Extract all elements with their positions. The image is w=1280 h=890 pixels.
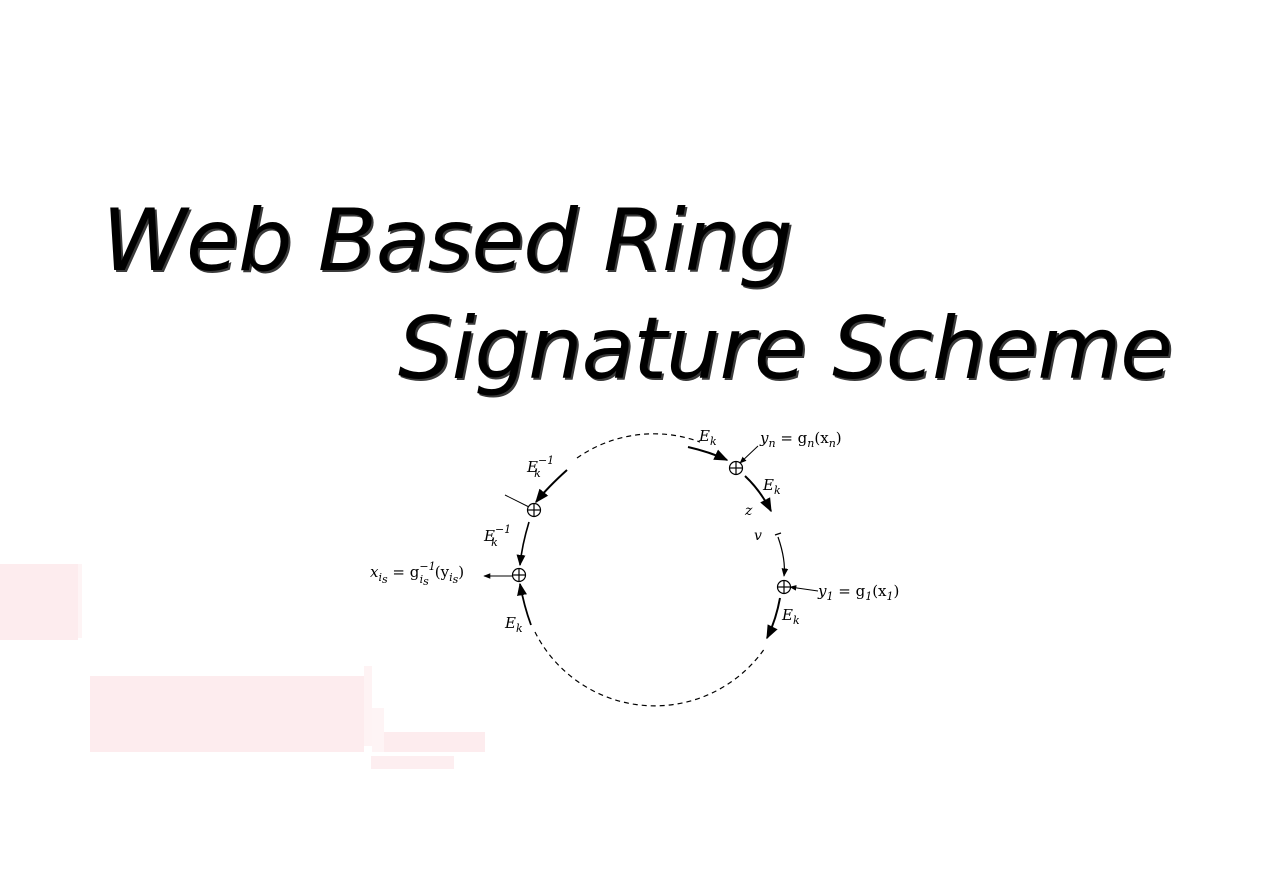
arrow-v-down	[777, 536, 789, 577]
arrow-ekinv-lower	[516, 521, 530, 567]
label-yn-equation: yn = gn(xn)	[759, 429, 842, 450]
pink-block-bottom-tab	[384, 732, 485, 752]
arrow-ek-left-lower	[517, 582, 532, 626]
ring-arc-top	[576, 433, 701, 459]
label-y1-equation: y1 = g1(x1)	[817, 582, 899, 603]
pink-block-left-edge	[78, 564, 82, 638]
pink-block-bottom-strip	[372, 708, 384, 752]
xor-node-upper-left	[526, 502, 542, 518]
arrow-ek-right-lower	[766, 597, 781, 640]
arrow-yn-input	[739, 445, 759, 464]
pink-block-left	[0, 564, 78, 640]
xor-node-left	[511, 567, 527, 583]
label-ek-right-upper: Ek	[762, 476, 781, 497]
title-line-1: Web Based Ring	[102, 191, 793, 291]
title-line-2: Signature Scheme	[398, 299, 1173, 399]
arrow-ek-top	[687, 446, 729, 461]
arrow-y1-input	[789, 585, 819, 592]
arrow-ekinv-upper	[535, 469, 568, 504]
pink-block-bottom-large	[90, 676, 364, 752]
xor-node-right	[776, 579, 792, 595]
pink-block-bottom-small	[371, 756, 454, 769]
ring-arc-bottom	[534, 631, 766, 707]
label-ek-right-lower: Ek	[781, 606, 800, 627]
label-ek-left-lower: Ek	[504, 614, 523, 635]
label-v: v	[754, 528, 762, 544]
label-ek-top: Ek	[698, 427, 717, 448]
xor-node-top-right	[728, 460, 744, 476]
label-z: z	[744, 503, 753, 519]
tick-v	[774, 532, 782, 536]
arrow-upper-left-input	[504, 494, 530, 508]
arrow-ek-right-upper	[744, 475, 772, 513]
pink-block-bottom-right	[364, 666, 372, 746]
